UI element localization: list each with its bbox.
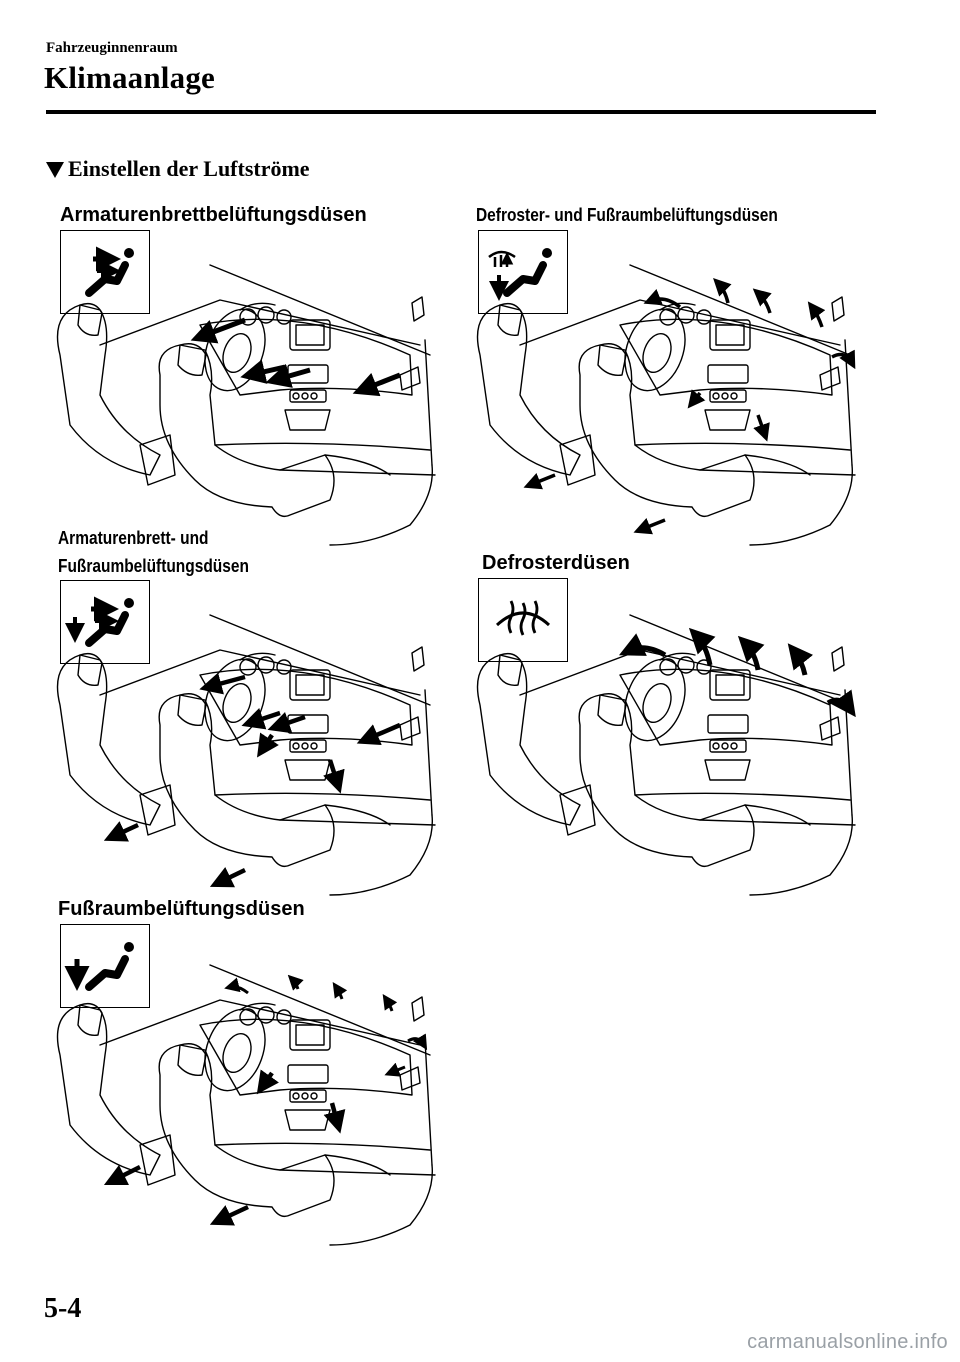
panel-label-bilevel-line2: Fußraumbelüftungsdüsen (58, 556, 249, 576)
interior-scene-floor-vents (40, 945, 440, 1255)
interior-scene-defrost-floor-vents (460, 245, 860, 555)
interior-scene-dashboard-vents (40, 245, 440, 555)
defrost-floor-mode (478, 230, 568, 314)
watermark[interactable]: carmanualsonline.info (747, 1331, 948, 1353)
panel-label-floor-vents: Fußraumbelüftungsdüsen (58, 898, 305, 920)
interior-scene-bilevel-vents (40, 595, 440, 905)
defrost-mode (478, 578, 568, 662)
chapter-heading: Fahrzeuginnenraum (46, 40, 178, 56)
triangle-marker-icon (46, 162, 64, 178)
panel-vent-icon (61, 231, 149, 313)
panel-label-defrost: Defrosterdüsen (482, 552, 630, 574)
floor-vent-mode (60, 924, 150, 1008)
panel-label-bilevel-line1: Armaturenbrett- und (58, 528, 209, 548)
page-title: Klimaanlage (44, 60, 215, 95)
defrost-floor-vent-icon (488, 231, 567, 301)
page-number: 5-4 (44, 1293, 82, 1324)
airflow-arrow (190, 317, 246, 344)
section-heading: Einstellen der Luftströme (46, 156, 310, 182)
panel-vent-mode (60, 230, 150, 314)
title-rule (46, 110, 876, 114)
bi-level-vent-icon (65, 581, 149, 663)
floor-vent-icon (64, 925, 149, 991)
panel-label-defrost-floor-vents: Defroster- und Fußraumbelüftungsdüsen (476, 205, 778, 225)
bi-level-mode (60, 580, 150, 664)
interior-scene-defrost (460, 595, 860, 905)
panel-label-dashboard-vents: Armaturenbrettbelüftungsdüsen (60, 204, 367, 226)
section-title: Einstellen der Luftströme (68, 156, 310, 181)
defrost-icon (495, 600, 551, 636)
